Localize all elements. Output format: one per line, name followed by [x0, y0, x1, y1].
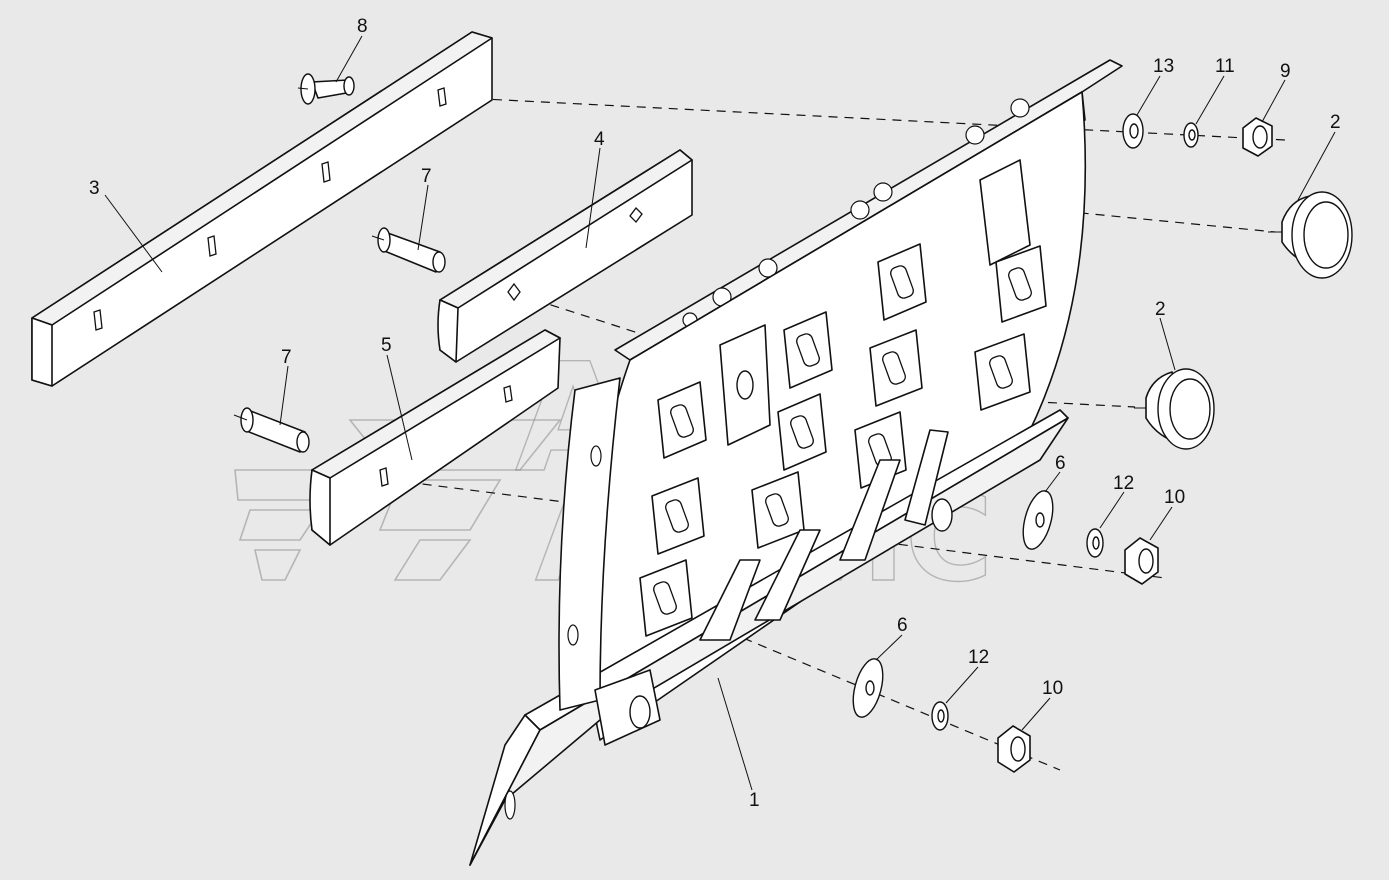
- callout-7-lower: 7: [281, 347, 292, 368]
- part-2-knob-lower: [1134, 368, 1215, 450]
- callout-2-upper: 2: [1330, 112, 1341, 133]
- callout-9: 9: [1280, 61, 1291, 82]
- part-1-main-frame: [469, 59, 1123, 866]
- callout-12-lower: 12: [968, 647, 989, 668]
- part-2-knob-upper: [1268, 191, 1353, 279]
- callout-leaders: [104, 35, 1336, 791]
- callout-2-lower: 2: [1155, 299, 1166, 320]
- hardware-middle: [1022, 490, 1159, 585]
- hardware-lower: [852, 658, 1031, 773]
- frame-pads: [639, 243, 1047, 637]
- callout-6-middle: 6: [1055, 453, 1066, 474]
- callout-3: 3: [89, 178, 100, 199]
- callout-11: 11: [1215, 56, 1235, 77]
- callout-10-middle: 10: [1164, 487, 1185, 508]
- callout-12-middle: 12: [1113, 473, 1134, 494]
- callout-6-lower: 6: [897, 615, 908, 636]
- callout-4: 4: [594, 129, 605, 150]
- part-7-pin-upper: [371, 227, 446, 273]
- hardware-upper: [1122, 113, 1273, 157]
- callout-10-lower: 10: [1042, 678, 1063, 699]
- callout-labels: 8 3 7 4 7 5 13 11 9 2 2 6 12 10 6 12 10 …: [89, 16, 1341, 811]
- part-7-pin-lower: [233, 407, 310, 453]
- part-5-angled-bar: [309, 329, 561, 546]
- callout-5: 5: [381, 335, 392, 356]
- part-3-long-bar: [31, 31, 493, 387]
- callout-1: 1: [749, 790, 760, 811]
- part-4-short-bar: [437, 149, 693, 363]
- part-8-bolt: [297, 73, 355, 105]
- callout-8: 8: [357, 16, 368, 37]
- callout-7-upper: 7: [421, 166, 432, 187]
- callout-13: 13: [1153, 56, 1174, 77]
